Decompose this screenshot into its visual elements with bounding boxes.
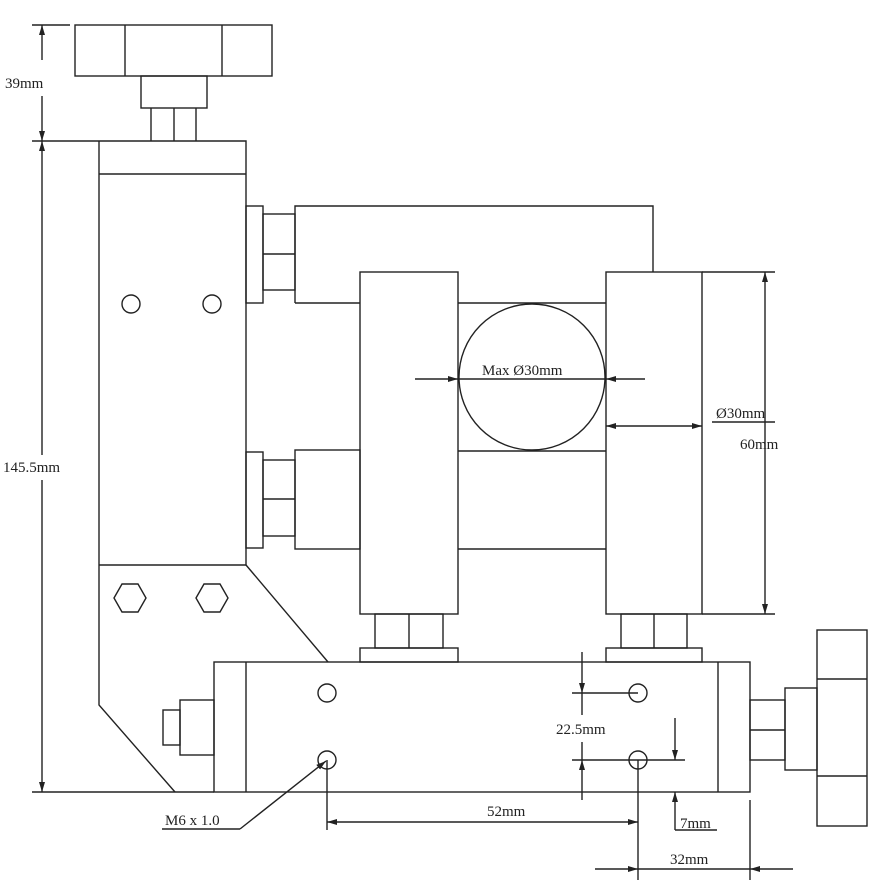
clamp-jaws	[359, 271, 703, 663]
hole	[202, 294, 222, 314]
dimension-lines	[32, 24, 793, 880]
thread-callout: M6 x 1.0	[165, 813, 220, 829]
top-knob	[74, 24, 273, 141]
dim-jaw-height: 60mm	[740, 437, 779, 453]
hex-bolt-icon	[195, 583, 229, 613]
dim-edge-offset: 7mm	[680, 816, 711, 832]
left-body	[98, 140, 329, 793]
dim-jaw-diameter: Ø30mm	[716, 406, 766, 422]
dim-knob-height: 39mm	[5, 76, 44, 92]
hole	[121, 294, 141, 314]
dim-hole-to-edge: 32mm	[670, 852, 709, 868]
dim-hole-spacing-vertical: 22.5mm	[556, 722, 606, 738]
dim-max-diameter: Max Ø30mm	[482, 363, 563, 379]
connectors	[245, 205, 654, 550]
side-knob	[749, 629, 868, 827]
base-block	[162, 661, 751, 793]
hex-bolt-icon	[113, 583, 147, 613]
dim-total-height: 145.5mm	[3, 460, 60, 476]
dim-hole-spacing-horizontal: 52mm	[487, 804, 526, 820]
